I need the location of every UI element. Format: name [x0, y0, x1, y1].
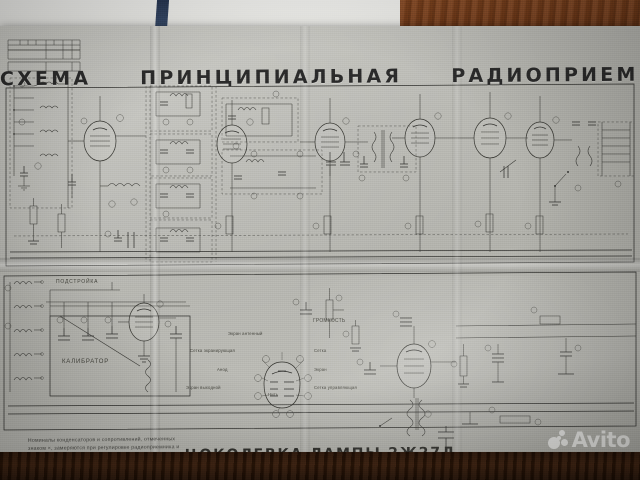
tube-L5 [458, 92, 528, 194]
pinout-label-top: Экран антенный [228, 331, 263, 336]
pinout-label-left-2: Анод [217, 367, 228, 372]
if-transformer [358, 126, 416, 181]
paper-fold-vertical-2 [300, 26, 310, 456]
tube-L8 [357, 311, 456, 436]
podstroyka-line [50, 282, 120, 316]
tube-L7 [118, 294, 182, 392]
volume-control [293, 288, 361, 351]
pinout-label-right-2: Экран [314, 367, 327, 372]
output-stage [8, 307, 636, 427]
mixer-section [222, 91, 359, 199]
parameter-table [8, 40, 80, 71]
paper-fold-horizontal [0, 258, 640, 272]
calibrator-block [46, 302, 190, 396]
circuit-drawing [0, 26, 640, 456]
paper-fold-vertical-1 [150, 26, 160, 456]
left-mid-components [28, 174, 140, 248]
pinout-label-left-3: Экран выходной [186, 385, 221, 390]
tube-L1 [68, 96, 146, 196]
tube-socket-pinout [255, 352, 312, 417]
label-gromkost: ГРОМКОСТЬ [313, 318, 346, 324]
power-rails-upper [10, 192, 632, 258]
pinout-label-left-1: Сетка экранирующая [190, 348, 235, 353]
lower-switch-bank [5, 281, 43, 392]
schematic-sheet: СХЕМА ПРИНЦИПИАЛЬНАЯ РАДИОПРИЕМНИКА Р-31… [0, 26, 640, 476]
page-title: СХЕМА ПРИНЦИПИАЛЬНАЯ РАДИОПРИЕМНИКА Р-31… [0, 63, 640, 91]
avito-logo-icon [547, 430, 568, 450]
avito-watermark: Avito [547, 428, 631, 452]
pinout-label-right-1: Сетка [314, 348, 327, 353]
avito-wordmark: Avito [571, 428, 631, 452]
label-kalibrator: КАЛИБРАТОР [62, 359, 110, 365]
antenna-input-block [10, 78, 72, 208]
tube-L2 [217, 100, 253, 198]
pinout-label-right-3: Сетка управляющая [314, 385, 357, 390]
wooden-table-bottom [0, 452, 640, 480]
band-switch-stack [146, 86, 216, 262]
bfo-detector-block [500, 122, 634, 205]
ground-symbol-decor [438, 426, 454, 450]
paper-fold-vertical-3 [452, 26, 462, 456]
tube-L4 [392, 94, 458, 192]
tube-L6 [526, 96, 572, 196]
tube-L3 [300, 98, 368, 194]
pinout-label-bottom: Нить [268, 392, 279, 397]
label-podstroyka: ПОДСТРОЙКА [56, 279, 99, 285]
